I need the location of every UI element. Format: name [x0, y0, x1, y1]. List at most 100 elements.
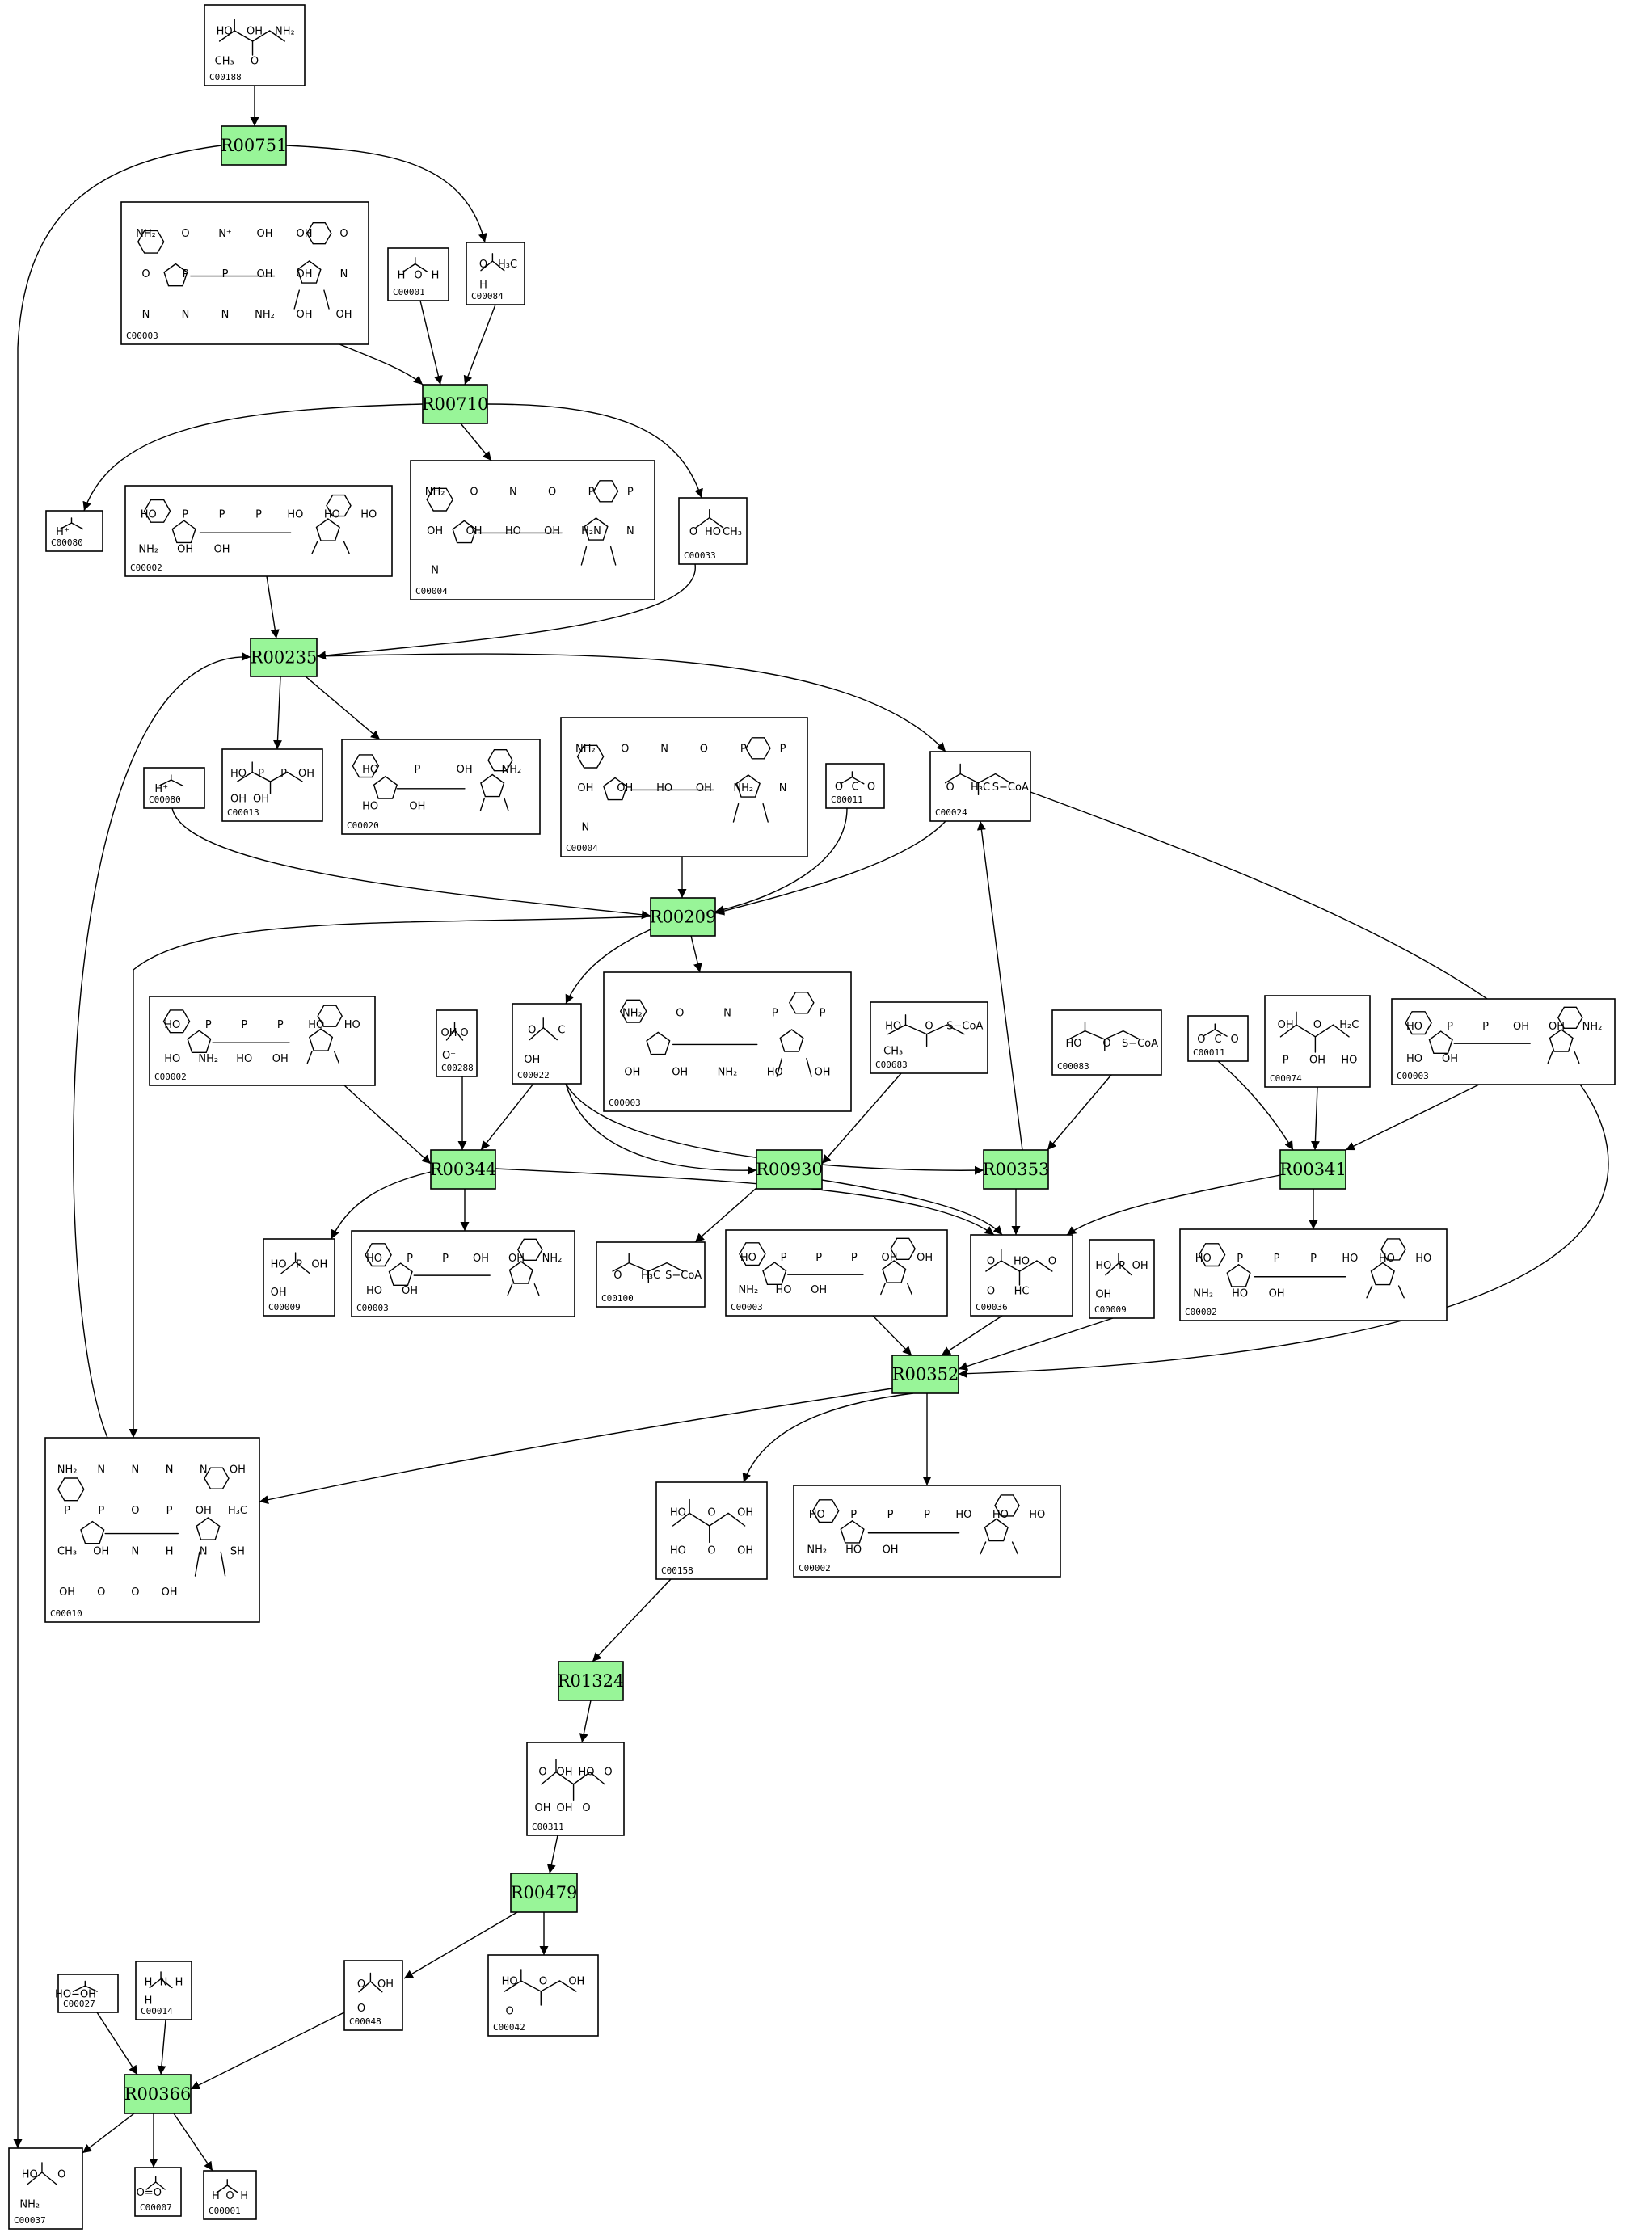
- atom-label: H₃C: [228, 1505, 247, 1517]
- atom-label: CH₃: [57, 1545, 77, 1557]
- compound-node[interactable]: H⁺C00080: [143, 767, 205, 809]
- edge-arrow: [266, 575, 280, 639]
- atom-label: NH₂: [1193, 1287, 1213, 1300]
- reaction-node[interactable]: R00479: [510, 1873, 578, 1913]
- reaction-node[interactable]: R00209: [650, 897, 717, 937]
- compound-box: [1264, 995, 1371, 1088]
- reaction-node[interactable]: R00930: [756, 1149, 823, 1190]
- atom-label: OH: [296, 268, 312, 280]
- compound-box: [135, 1961, 192, 2020]
- reaction-node[interactable]: R00344: [430, 1149, 497, 1190]
- edge-arrow: [460, 423, 492, 461]
- compound-box: [725, 1229, 948, 1317]
- atom-label: H₃C: [498, 259, 517, 271]
- structure-bond: [1405, 1011, 1432, 1035]
- compound-id-label: C00001: [209, 2206, 241, 2216]
- atom-label: N: [626, 525, 634, 537]
- atom-label: S−CoA: [946, 1021, 983, 1033]
- atom-label: O: [470, 486, 478, 498]
- atom-label: S−CoA: [1122, 1038, 1158, 1050]
- reaction-node[interactable]: R00352: [891, 1355, 959, 1394]
- edge-arrow: [941, 1315, 1003, 1356]
- edge-arrow: [546, 1835, 558, 1874]
- atom-label: OH: [1513, 1021, 1529, 1033]
- reaction-id-label: R00341: [1279, 1160, 1346, 1179]
- reaction-node[interactable]: R00353: [983, 1149, 1050, 1190]
- reaction-node[interactable]: R00366: [124, 2074, 192, 2114]
- edge-arrow: [821, 1179, 1003, 1236]
- reaction-node[interactable]: R00235: [250, 638, 318, 677]
- atom-label: P: [183, 268, 189, 280]
- atom-label: HO: [767, 1067, 783, 1079]
- atom-label: O: [835, 782, 843, 794]
- compound-id-label: C00683: [875, 1060, 908, 1070]
- atom-label: NH₂: [136, 228, 156, 240]
- compound-id-label: C00084: [471, 291, 504, 301]
- atom-label: HO: [324, 509, 340, 521]
- atom-label: H: [212, 2190, 220, 2202]
- structure-bond: [984, 1518, 1009, 1542]
- compound-id-label: C00080: [51, 537, 83, 548]
- atom-label: OH: [296, 309, 312, 321]
- reaction-node[interactable]: R01324: [558, 1661, 625, 1701]
- edge-arrow: [821, 1072, 902, 1165]
- atom-label: NH₂: [198, 1053, 218, 1065]
- atom-label: O: [1313, 1019, 1321, 1031]
- reaction-node[interactable]: R00751: [221, 125, 288, 166]
- compound-id-label: C00003: [1397, 1071, 1429, 1081]
- reaction-node[interactable]: R00710: [422, 384, 489, 424]
- atom-label: OH: [737, 1545, 753, 1557]
- atom-label: NH₂: [542, 1253, 563, 1265]
- structure-bond: [580, 546, 588, 566]
- reaction-node[interactable]: R00341: [1279, 1149, 1346, 1190]
- structure-bond: [308, 1028, 334, 1051]
- compound-node[interactable]: H⁺C00080: [45, 510, 103, 552]
- reaction-box: [891, 1355, 959, 1394]
- atom-label: NH₂: [807, 1544, 827, 1556]
- atom-label: OH: [296, 228, 312, 240]
- structure-bond: [388, 1262, 413, 1286]
- atom-label: HC: [1014, 1286, 1030, 1298]
- edge-arrow: [73, 651, 251, 1439]
- atom-label: OH: [271, 1287, 287, 1299]
